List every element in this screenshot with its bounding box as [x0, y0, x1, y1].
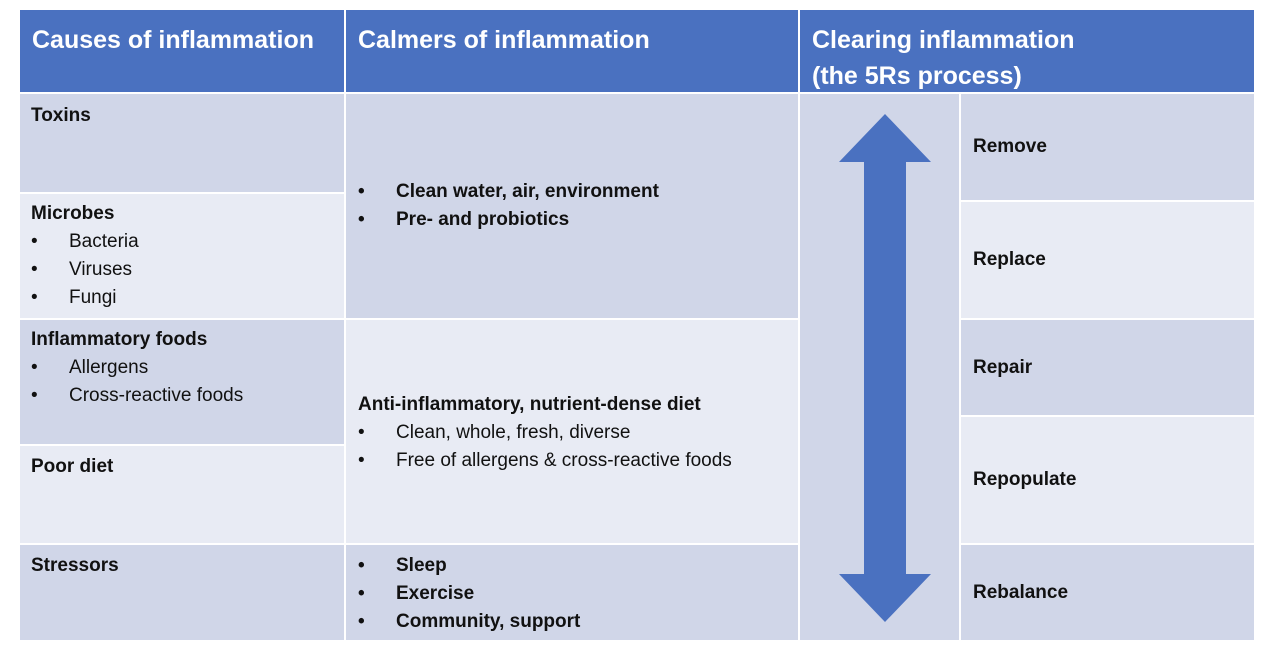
step-repair: Repair	[961, 320, 1254, 415]
step-repair-label: Repair	[973, 356, 1033, 378]
arrow-cell	[800, 94, 959, 640]
header-calmers-label: Calmers of inflammation	[358, 26, 650, 54]
header-clearing-line2: (the 5Rs process)	[812, 62, 1022, 90]
step-rebalance: Rebalance	[961, 545, 1254, 640]
cause-poor-diet-cell: Poor diet	[20, 446, 344, 543]
step-repopulate: Repopulate	[961, 417, 1254, 543]
calmer-environment-item: Clean water, air, environment	[358, 178, 798, 206]
header-clearing: Clearing inflammation (the 5Rs process)	[800, 10, 1254, 92]
calmer-lifestyle-item: Exercise	[358, 580, 798, 608]
step-remove-label: Remove	[973, 136, 1047, 157]
calmer-environment-item: Pre- and probiotics	[358, 206, 798, 234]
calmer-diet-item: Free of allergens & cross-reactive foods	[358, 447, 798, 475]
cause-stressors-title: Stressors	[31, 555, 119, 576]
cause-microbes-cell: Microbes Bacteria Viruses Fungi	[20, 194, 344, 318]
header-calmers: Calmers of inflammation	[346, 10, 798, 92]
step-repopulate-label: Repopulate	[973, 469, 1077, 490]
calmer-lifestyle-cell: Sleep Exercise Community, support	[346, 545, 798, 640]
calmer-environment-cell: Clean water, air, environment Pre- and p…	[346, 94, 798, 318]
cause-toxins-title: Toxins	[31, 105, 91, 126]
header-clearing-line1: Clearing inflammation	[812, 26, 1075, 54]
cause-microbes-item: Fungi	[31, 284, 344, 312]
calmer-diet-cell: Anti-inflammatory, nutrient-dense diet C…	[346, 320, 798, 543]
cause-inflammatory-foods-title: Inflammatory foods	[31, 329, 208, 350]
calmer-diet-title: Anti-inflammatory, nutrient-dense diet	[358, 394, 701, 415]
cause-microbes-item: Viruses	[31, 256, 344, 284]
header-causes: Causes of inflammation	[20, 10, 344, 92]
calmer-lifestyle-item: Community, support	[358, 608, 798, 636]
step-replace-label: Replace	[973, 249, 1046, 270]
cause-inflammatory-foods-cell: Inflammatory foods Allergens Cross-react…	[20, 320, 344, 444]
cause-microbes-title: Microbes	[31, 203, 115, 224]
header-causes-label: Causes of inflammation	[32, 26, 314, 54]
step-remove: Remove	[961, 94, 1254, 200]
step-rebalance-label: Rebalance	[973, 581, 1069, 603]
cause-stressors-cell: Stressors	[20, 545, 344, 640]
cause-toxins-cell: Toxins	[20, 94, 344, 192]
cause-microbes-item: Bacteria	[31, 228, 344, 256]
calmer-diet-item: Clean, whole, fresh, diverse	[358, 419, 798, 447]
step-replace: Replace	[961, 202, 1254, 318]
cause-poor-diet-title: Poor diet	[31, 456, 114, 477]
calmer-lifestyle-item: Sleep	[358, 552, 798, 580]
cause-inflammatory-foods-item: Allergens	[31, 354, 344, 382]
cause-inflammatory-foods-item: Cross-reactive foods	[31, 382, 344, 410]
